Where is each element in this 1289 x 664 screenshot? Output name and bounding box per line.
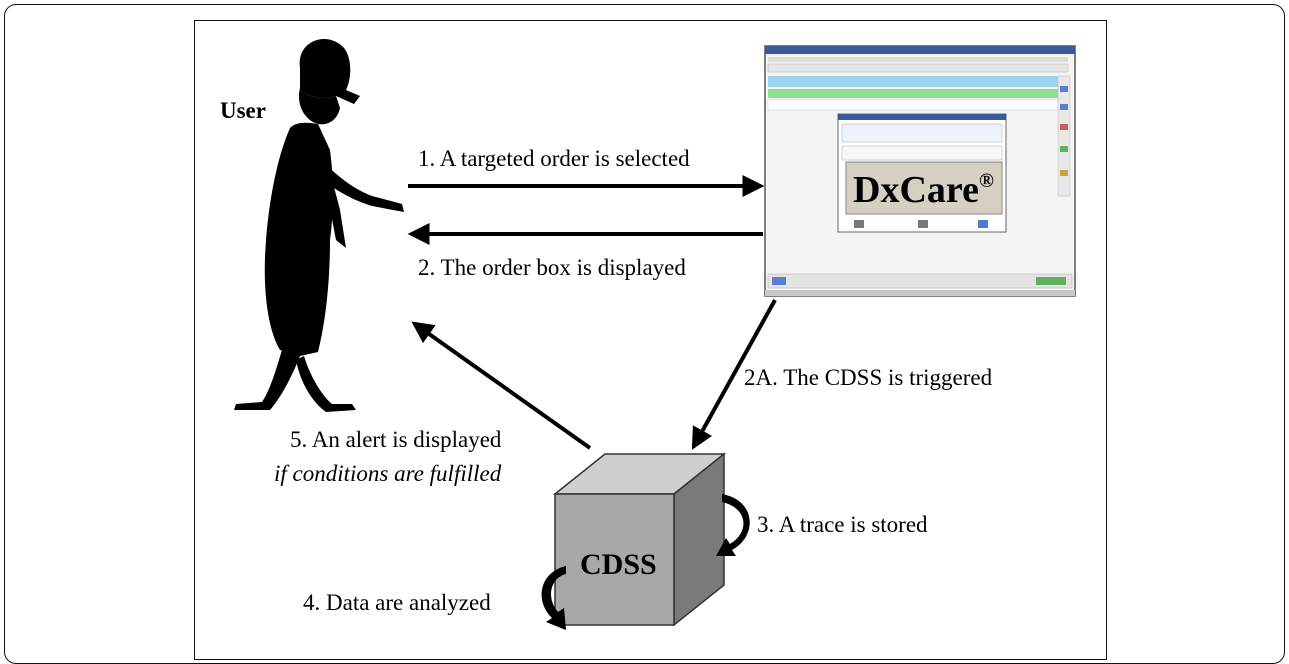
user-figure: [234, 38, 404, 412]
diagram-canvas: [234, 38, 1076, 630]
cycle-arrow-trace: [716, 494, 750, 556]
step-4-label: 4. Data are analyzed: [303, 590, 491, 615]
step-5-condition: if conditions are fulfilled: [274, 461, 502, 486]
cycle-arrow-analyze: [541, 566, 566, 630]
cdss-cube: [552, 452, 727, 627]
arrow-step-5: [411, 321, 592, 450]
registered-mark: ®: [978, 170, 994, 192]
dxcare-label: DxCare: [853, 169, 979, 211]
arrows: [407, 175, 777, 450]
user-label: User: [220, 98, 266, 123]
arrow-step-2a: [691, 299, 777, 450]
step-3-label: 3. A trace is stored: [757, 512, 928, 537]
step-2a-label: 2A. The CDSS is triggered: [744, 365, 993, 390]
dxcare-logo: DxCare®: [853, 168, 994, 212]
dxcare-screen: [764, 45, 1076, 297]
cycle-arrows: [541, 494, 750, 630]
cdss-label: CDSS: [580, 548, 657, 581]
step-2-label: 2. The order box is displayed: [418, 255, 686, 280]
step-1-label: 1. A targeted order is selected: [418, 146, 690, 171]
step-5-label: 5. An alert is displayed: [290, 427, 502, 452]
